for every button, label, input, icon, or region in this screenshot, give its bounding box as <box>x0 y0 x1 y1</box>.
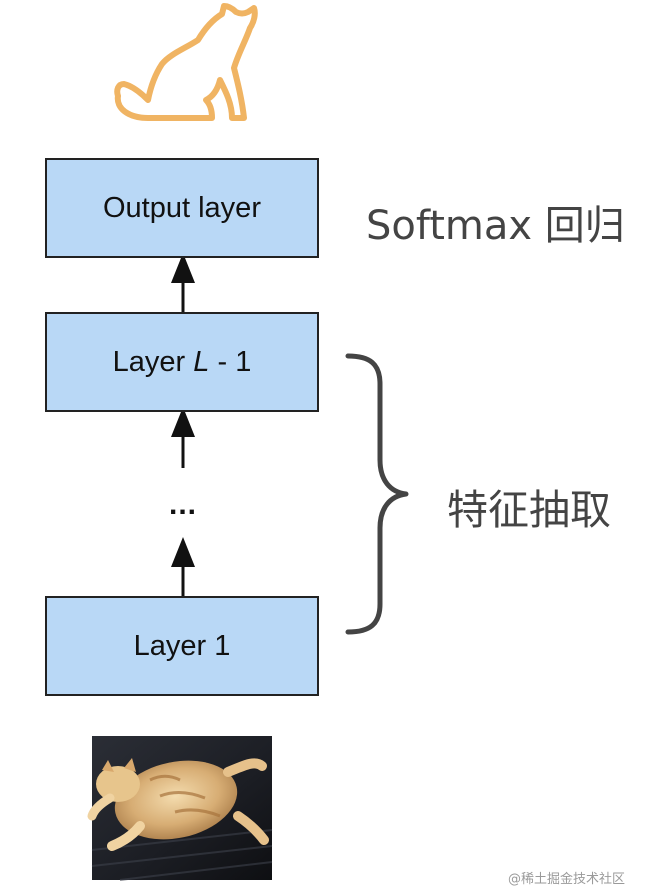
output-layer-label: Output layer <box>103 191 261 224</box>
feature-extraction-label: 特征抽取 <box>447 486 611 534</box>
curly-brace <box>345 353 409 635</box>
layer-l-minus-1-italic: L <box>193 345 210 378</box>
layer-l-minus-1-box: Layer L - 1 <box>45 312 319 412</box>
layer-l-minus-1-suffix: - 1 <box>209 345 252 378</box>
layer-1-label: Layer 1 <box>133 629 231 662</box>
layer-l-minus-1-prefix: Layer <box>112 345 194 378</box>
ellipsis: ... <box>168 488 197 521</box>
layer-1-box: Layer 1 <box>45 596 319 696</box>
output-layer-box: Output layer <box>45 158 319 258</box>
watermark: @稀土掘金技术社区 <box>508 872 626 887</box>
softmax-regression-label: Softmax 回归 <box>366 203 625 249</box>
